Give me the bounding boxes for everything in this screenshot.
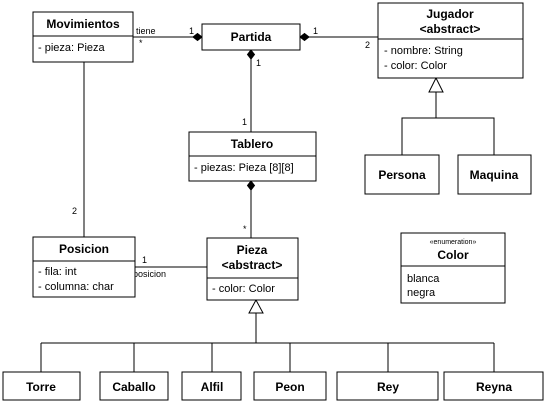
enum-color-value-blanca: blanca: [407, 273, 440, 285]
class-pieza-name: Pieza: [237, 243, 268, 257]
class-jugador[interactable]: Jugador <abstract> - nombre: String - co…: [377, 2, 524, 79]
enum-color[interactable]: «enumeration» Color blanca negra: [400, 232, 506, 304]
class-partida-name: Partida: [231, 30, 272, 44]
multiplicity-movimientos: *: [139, 38, 143, 48]
class-jugador-attr-color: - color: Color: [384, 60, 447, 72]
class-peon[interactable]: Peon: [253, 371, 327, 401]
generalization-line-jugador-maquina: [436, 117, 495, 155]
multiplicity-posicion-right: 1: [142, 255, 147, 265]
class-persona[interactable]: Persona: [364, 154, 440, 195]
enum-color-stereotype: «enumeration»: [430, 239, 477, 246]
class-movimientos-attr: - pieza: Pieza: [38, 42, 106, 54]
class-tablero-attr: - piezas: Pieza [8][8]: [194, 162, 294, 174]
class-posicion-name: Posicion: [59, 242, 109, 256]
multiplicity-tablero-top: 1: [242, 117, 247, 127]
class-tablero-name: Tablero: [231, 137, 273, 151]
class-torre-name: Torre: [26, 380, 56, 394]
class-pieza-abstract: <abstract>: [222, 258, 283, 272]
class-pieza-attr-color: - color: Color: [212, 283, 275, 295]
class-caballo-name: Caballo: [112, 380, 155, 394]
class-alfil-name: Alfil: [201, 380, 224, 394]
class-reyna[interactable]: Reyna: [443, 371, 544, 401]
role-label-tiene: tiene: [136, 26, 156, 36]
class-partida[interactable]: Partida: [201, 23, 301, 51]
composition-diamond-tablero-pieza: [246, 180, 256, 191]
class-tablero[interactable]: Tablero - piezas: Pieza [8][8]: [188, 131, 317, 182]
class-posicion-attr-columna: - columna: char: [38, 281, 114, 293]
class-rey-name: Rey: [377, 380, 399, 394]
enum-color-value-negra: negra: [407, 287, 436, 299]
class-caballo[interactable]: Caballo: [99, 371, 169, 401]
class-alfil[interactable]: Alfil: [181, 371, 242, 401]
generalization-triangle-pieza: [248, 298, 264, 314]
multiplicity-partida-bottom: 1: [256, 58, 261, 68]
generalization-line-jugador: [401, 92, 437, 155]
multiplicity-jugador: 2: [365, 40, 370, 50]
class-maquina-name: Maquina: [470, 168, 519, 182]
class-pieza[interactable]: Pieza <abstract> - color: Color: [206, 237, 299, 301]
class-reyna-name: Reyna: [476, 380, 512, 394]
composition-diamond-partida-movimientos: [192, 32, 203, 42]
class-posicion-attr-fila: - fila: int: [38, 266, 77, 278]
class-jugador-attr-nombre: - nombre: String: [384, 45, 463, 57]
multiplicity-partida-left: 1: [189, 26, 194, 36]
class-movimientos[interactable]: Movimientos - pieza: Pieza: [32, 11, 134, 63]
class-maquina[interactable]: Maquina: [457, 154, 532, 195]
class-rey[interactable]: Rey: [336, 371, 439, 401]
class-persona-name: Persona: [378, 168, 426, 182]
class-jugador-name: Jugador: [426, 7, 474, 21]
class-jugador-abstract: <abstract>: [420, 22, 481, 36]
composition-diamond-partida-jugador: [299, 32, 310, 42]
class-peon-name: Peon: [275, 380, 304, 394]
multiplicity-partida-right: 1: [313, 26, 318, 36]
generalization-triangle-jugador: [428, 76, 444, 93]
composition-diamond-partida-tablero: [246, 49, 256, 60]
enum-color-name: Color: [437, 248, 469, 262]
multiplicity-pieza-top: *: [243, 224, 247, 234]
class-torre[interactable]: Torre: [2, 371, 81, 401]
class-movimientos-name: Movimientos: [46, 17, 120, 31]
class-posicion[interactable]: Posicion - fila: int - columna: char: [32, 236, 136, 298]
multiplicity-posicion: 2: [72, 206, 77, 216]
role-label-posicion: posicion: [133, 269, 166, 279]
